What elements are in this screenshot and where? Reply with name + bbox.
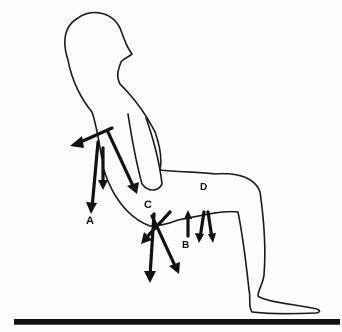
- back-force-arrow-lower: [92, 142, 98, 208]
- arrowhead-thigh-b-up: [184, 210, 192, 219]
- arrow-heads: [70, 136, 216, 283]
- arrowhead-seat-down-left: [144, 271, 156, 283]
- arrowhead-back-left: [70, 136, 84, 148]
- label-c: C: [144, 199, 152, 211]
- label-a: A: [86, 215, 94, 227]
- label-d: D: [200, 182, 207, 193]
- back-force-arrow-down: [108, 132, 134, 188]
- floor-line: [14, 319, 340, 325]
- arrowhead-thigh-d1: [195, 233, 204, 243]
- label-b: B: [182, 240, 189, 251]
- arrowhead-back-mid: [98, 180, 108, 190]
- seat-force-arrow-down-left: [150, 214, 154, 276]
- arm-outline: [128, 114, 162, 190]
- arrowhead-thigh-d2: [208, 233, 216, 243]
- arrowhead-back-lower: [86, 202, 97, 214]
